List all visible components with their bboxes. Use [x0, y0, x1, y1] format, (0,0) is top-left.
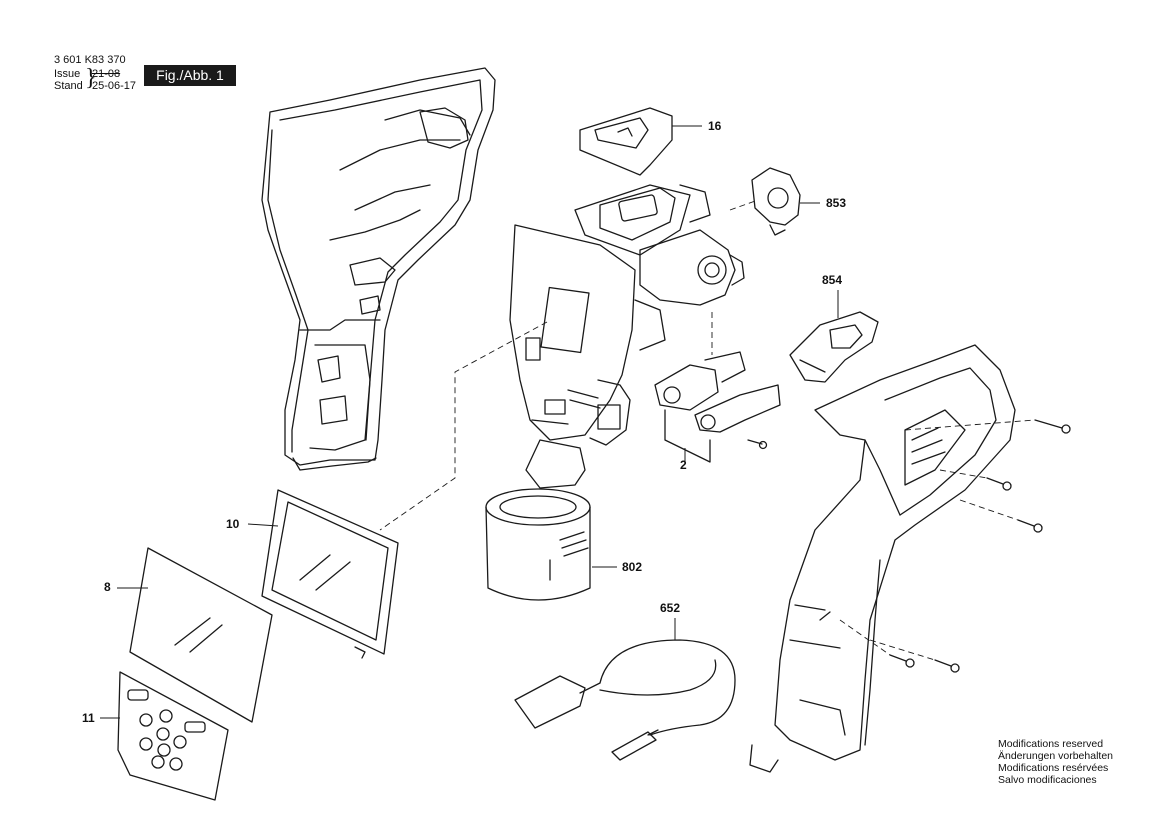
figure-badge: Fig./Abb. 1 — [144, 65, 236, 86]
part-label-11: 11 — [82, 711, 95, 725]
modifications-notice: Modifications reserved Änderungen vorbeh… — [998, 738, 1113, 786]
hanger-clip-part — [749, 744, 779, 773]
assembly-guide-lines — [379, 199, 1036, 661]
part-854-switch — [789, 311, 879, 383]
part-11-keypad — [117, 671, 229, 801]
notice-line-es: Salvo modificaciones — [998, 774, 1097, 786]
main-pcb-assembly — [509, 184, 745, 489]
leader-lines — [100, 125, 839, 719]
part-10-display-frame — [261, 489, 399, 659]
part-853-clip — [751, 167, 801, 236]
issue-row: Issue 21-08 — [54, 68, 120, 81]
part-label-854: 854 — [822, 273, 843, 287]
document-number: 3 601 K83 370 — [54, 54, 126, 66]
front-housing-shell — [261, 67, 496, 471]
part-16-cover — [579, 107, 673, 176]
stand-value: 25-06-17 — [92, 80, 137, 92]
part-652-usb-cable — [514, 639, 736, 761]
part-label-802: 802 — [622, 560, 643, 574]
rear-housing-shell — [774, 344, 1016, 761]
notice-line-de: Änderungen vorbehalten — [998, 750, 1114, 762]
part-label-853: 853 — [826, 196, 847, 210]
part-2-trigger-set — [654, 351, 781, 463]
issue-label: Issue — [54, 68, 81, 80]
issue-value: 21-08 — [92, 68, 121, 80]
part-8-window — [129, 547, 273, 723]
part-label-16: 16 — [708, 119, 722, 133]
screws — [889, 419, 1071, 673]
notice-line-en: Modifications reserved — [998, 738, 1104, 750]
part-label-10: 10 — [226, 517, 240, 531]
stand-row: Stand 25-06-17 — [54, 80, 136, 93]
part-label-652: 652 — [660, 601, 681, 615]
part-802-battery-cup — [485, 488, 591, 601]
stand-label: Stand — [54, 80, 83, 92]
notice-line-fr: Modifications resérvées — [998, 762, 1109, 774]
brace-icon: } — [85, 65, 97, 91]
part-label-2: 2 — [680, 458, 687, 472]
part-label-8: 8 — [104, 580, 111, 594]
